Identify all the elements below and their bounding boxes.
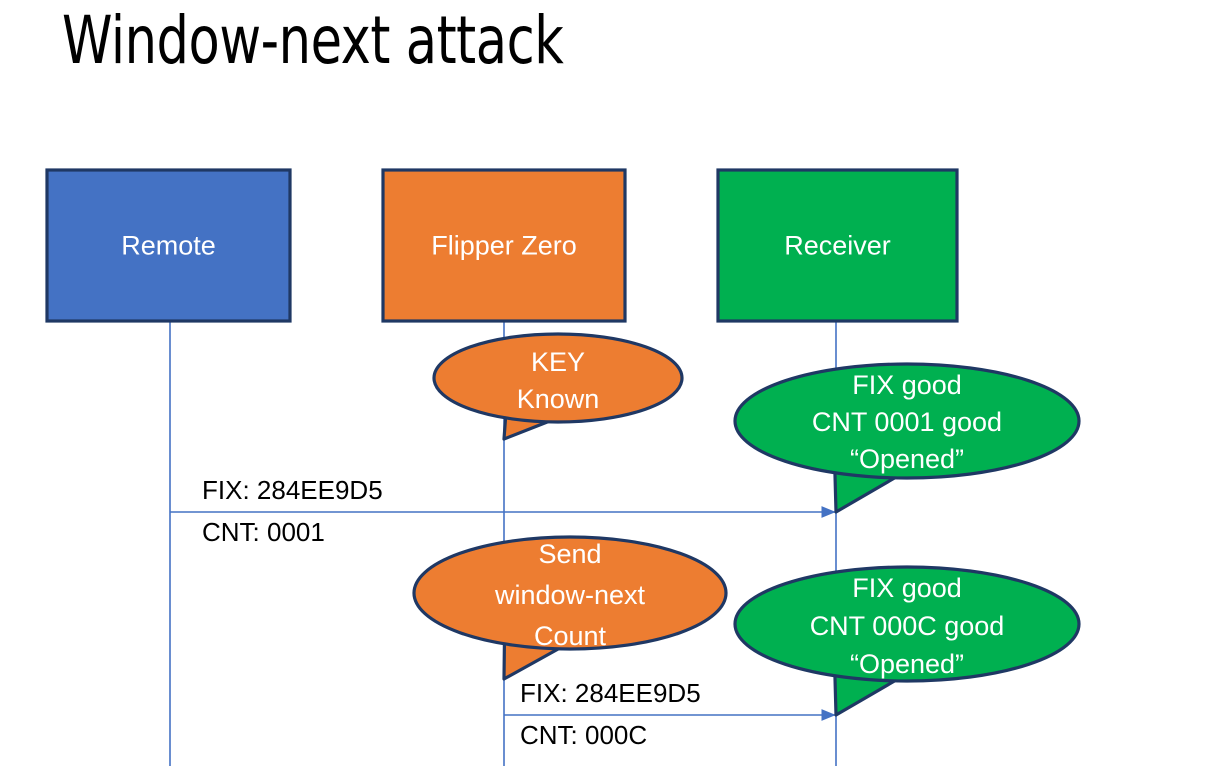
callout-oval-inner-send-window-next (416, 539, 724, 647)
actor-label-receiver: Receiver (784, 231, 891, 261)
callout-text-send-window-next-0: Send (538, 539, 601, 569)
actor-rect-receiver (716, 168, 959, 323)
callout-oval-inner-key-known (436, 336, 680, 420)
callout-text-verify-second-2: “Opened” (850, 649, 964, 679)
actor-box-receiver[interactable]: Receiver (716, 168, 959, 323)
actor-rect-flipper (381, 168, 627, 323)
msg-remote-to-receiver-text-1: CNT: 0001 (202, 517, 325, 547)
page-title: Window-next attack (62, 2, 564, 79)
callout-text-verify-second-0: FIX good (852, 573, 962, 603)
callout-text-key-known-0: KEY (531, 347, 585, 377)
actor-box-remote[interactable]: Remote (45, 168, 292, 323)
msg-remote-to-receiver-text-0: FIX: 284EE9D5 (202, 475, 383, 505)
actor-label-flipper: Flipper Zero (431, 231, 577, 261)
callout-oval-inner-verify-first (737, 366, 1077, 476)
msg-flipper-to-receiver-text-0: FIX: 284EE9D5 (520, 678, 701, 708)
actor-boxes-group: Remote Flipper Zero Receiver (45, 168, 959, 323)
callout-key-known[interactable]: KEY Known (432, 332, 684, 441)
actor-rect-remote (45, 168, 292, 323)
actor-label-remote: Remote (121, 231, 216, 261)
callout-text-key-known-1: Known (517, 384, 600, 414)
actor-box-flipper[interactable]: Flipper Zero (381, 168, 627, 323)
callout-oval-inner-verify-second (737, 569, 1077, 679)
callout-text-verify-first-2: “Opened” (850, 444, 964, 474)
callout-text-send-window-next-2: Count (534, 621, 607, 651)
callout-text-verify-first-1: CNT 0001 good (812, 407, 1002, 437)
callout-text-send-window-next-1: window-next (494, 580, 646, 610)
callout-text-verify-second-1: CNT 000C good (810, 611, 1005, 641)
callout-text-verify-first-0: FIX good (852, 370, 962, 400)
msg-flipper-to-receiver-text-1: CNT: 000C (520, 720, 647, 750)
